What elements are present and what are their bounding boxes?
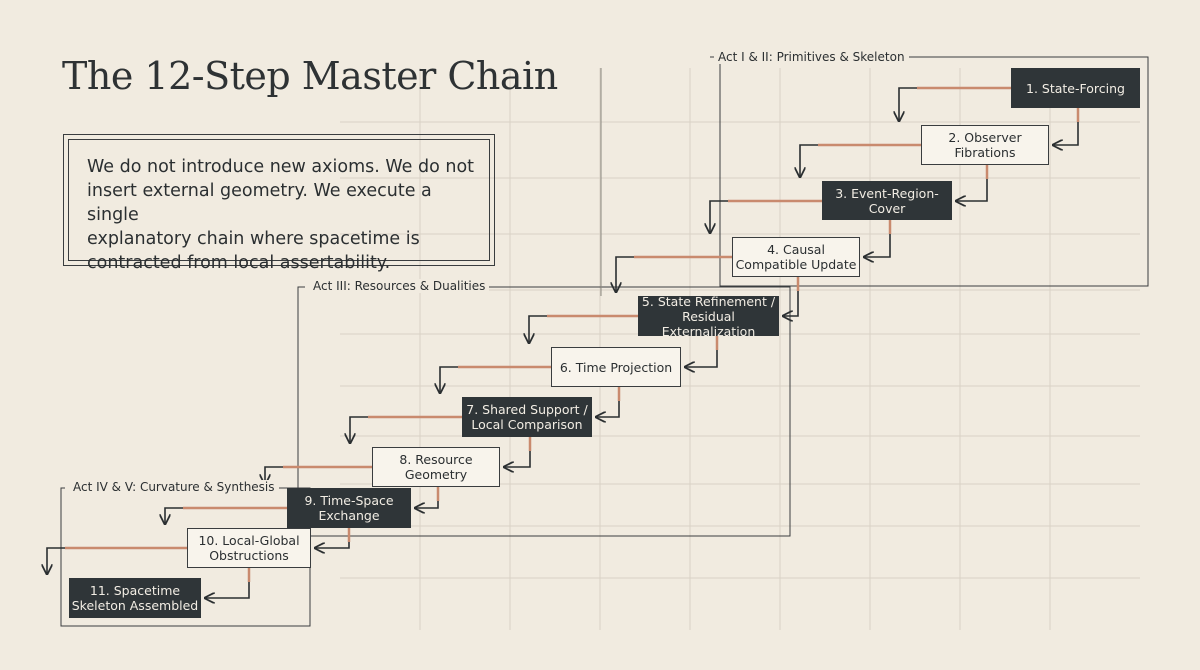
step-label-line: Compatible Update — [735, 257, 857, 272]
step-label: 5. State Refinement /Residual Externaliz… — [639, 294, 778, 339]
step-label-line: Skeleton Assembled — [71, 598, 199, 613]
step-box-6: 6. Time Projection — [551, 347, 681, 387]
step-label-line: 1. State-Forcing — [1026, 80, 1125, 96]
step-label-line: 4. Causal — [767, 242, 825, 257]
connector-arrow — [315, 542, 350, 548]
step-label: 6. Time Projection — [560, 360, 672, 375]
step-label-line: Local Comparison — [471, 417, 583, 432]
step-label-line: Cover — [868, 200, 906, 216]
connector-arrow — [205, 582, 250, 598]
act-label-curvature: Act IV & V: Curvature & Synthesis — [69, 480, 279, 494]
step-label-line: 2. Observer — [948, 130, 1022, 145]
intro-box: We do not introduce new axioms. We do no… — [63, 134, 495, 273]
step-label-line: Fibrations — [954, 145, 1016, 160]
connector-arrow — [800, 144, 818, 177]
connector-arrow — [165, 507, 183, 524]
connector-arrow — [864, 234, 891, 257]
step-box-3: 3. Event-Region-Cover — [822, 181, 952, 220]
page-title: The 12-Step Master Chain — [62, 54, 558, 98]
step-label-line: 3. Event-Region- — [835, 185, 939, 201]
step-label-line: 6. Time Projection — [559, 359, 673, 375]
act-frame-resources — [297, 286, 791, 537]
connector-arrow — [710, 200, 728, 233]
step-label-line: 10. Local-Global — [198, 533, 300, 548]
step-label-line: 7. Shared Support / — [466, 402, 588, 417]
step-label: 1. State-Forcing — [1026, 81, 1125, 96]
connector-arrow — [1053, 122, 1079, 145]
connector-arrow — [956, 179, 988, 201]
connector-arrow — [415, 501, 439, 508]
intro-line: insert external geometry. We execute a s… — [87, 181, 432, 225]
step-label: 7. Shared Support /Local Comparison — [466, 402, 587, 432]
step-label: 3. Event-Region-Cover — [835, 186, 939, 216]
connector-arrow — [899, 87, 917, 121]
step-label-line: Obstructions — [209, 548, 289, 563]
connector-arrow — [596, 401, 620, 417]
connector-arrow — [47, 547, 65, 574]
step-label-line: 8. Resource — [399, 452, 473, 467]
act-label-resources: Act III: Resources & Dualities — [309, 279, 490, 293]
act-label-primitives: Act I & II: Primitives & Skeleton — [714, 50, 909, 64]
connector-arrow — [350, 416, 368, 443]
step-label-line: Exchange — [318, 508, 380, 523]
step-box-5: 5. State Refinement /Residual Externaliz… — [638, 294, 779, 339]
step-label-line: Geometry — [404, 467, 468, 482]
connector-arrow — [783, 291, 799, 316]
intro-text: We do not introduce new axioms. We do no… — [68, 139, 490, 273]
intro-line: explanatory chain where spacetime is — [87, 229, 420, 249]
step-box-7: 7. Shared Support /Local Comparison — [462, 397, 592, 437]
step-box-1: 1. State-Forcing — [1011, 68, 1140, 108]
connector-arrow — [616, 256, 634, 292]
step-label-line: Residual Externalization — [661, 308, 756, 339]
intro-line: contracted from local assertability. — [87, 253, 391, 273]
step-label-line: 11. Spacetime — [89, 583, 181, 598]
connector-arrow — [685, 350, 718, 367]
step-label-line: 9. Time-Space — [304, 493, 394, 508]
connector-arrow — [440, 366, 458, 393]
intro-line: We do not introduce new axioms. We do no… — [87, 157, 475, 177]
step-label-line: 5. State Refinement / — [641, 293, 776, 309]
step-connectors — [47, 86, 1080, 598]
connector-arrow — [504, 451, 531, 467]
connector-arrow — [529, 315, 547, 343]
connector-arrow — [265, 466, 283, 484]
